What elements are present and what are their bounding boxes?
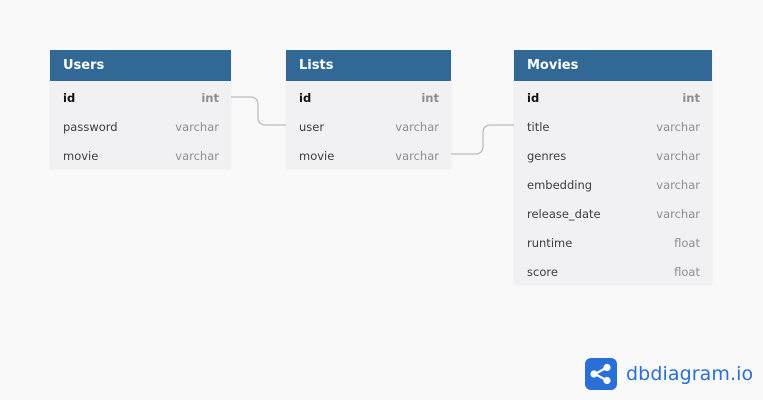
column-type: int xyxy=(201,90,219,105)
table-row[interactable]: embedding varchar xyxy=(514,170,712,199)
brand-name: dbdiagram.io xyxy=(626,363,754,385)
column-name: genres xyxy=(527,148,567,163)
table-row[interactable]: genres varchar xyxy=(514,141,712,170)
table-row[interactable]: password varchar xyxy=(50,112,231,141)
table-row[interactable]: id int xyxy=(286,83,451,112)
column-name: user xyxy=(299,119,325,134)
table-header[interactable]: Movies xyxy=(514,50,712,81)
column-name: embedding xyxy=(527,177,593,192)
relation-users-lists[interactable] xyxy=(231,96,286,126)
column-type: float xyxy=(674,235,700,250)
column-type: int xyxy=(421,90,439,105)
table-row[interactable]: id int xyxy=(50,83,231,112)
table-row[interactable]: runtime float xyxy=(514,228,712,257)
column-name: id xyxy=(527,90,540,105)
column-name: score xyxy=(527,264,558,279)
share-network-icon xyxy=(585,358,617,390)
brand-watermark[interactable]: dbdiagram.io xyxy=(585,358,753,390)
table-users[interactable]: Users id int password varchar movie varc… xyxy=(50,50,231,168)
column-name: movie xyxy=(299,148,335,163)
column-type: varchar xyxy=(175,148,219,163)
column-type: varchar xyxy=(656,119,700,134)
table-row[interactable]: id int xyxy=(514,83,712,112)
column-type: varchar xyxy=(395,148,439,163)
column-type: varchar xyxy=(395,119,439,134)
table-lists[interactable]: Lists id int user varchar movie varchar xyxy=(286,50,451,168)
table-row[interactable]: user varchar xyxy=(286,112,451,141)
column-type: varchar xyxy=(175,119,219,134)
column-name: movie xyxy=(63,148,99,163)
column-type: varchar xyxy=(656,206,700,221)
column-name: title xyxy=(527,119,550,134)
column-name: id xyxy=(63,90,76,105)
table-row[interactable]: title varchar xyxy=(514,112,712,141)
table-row[interactable]: release_date varchar xyxy=(514,199,712,228)
table-movies[interactable]: Movies id int title varchar genres varch… xyxy=(514,50,712,284)
table-header[interactable]: Lists xyxy=(286,50,451,81)
column-type: varchar xyxy=(656,148,700,163)
column-name: password xyxy=(63,119,118,134)
table-row[interactable]: score float xyxy=(514,257,712,286)
column-type: int xyxy=(682,90,700,105)
column-name: runtime xyxy=(527,235,573,250)
table-row[interactable]: movie varchar xyxy=(286,141,451,170)
column-type: varchar xyxy=(656,177,700,192)
relation-lists-movies[interactable] xyxy=(451,124,514,155)
column-name: id xyxy=(299,90,312,105)
table-header[interactable]: Users xyxy=(50,50,231,81)
column-name: release_date xyxy=(527,206,601,221)
table-row[interactable]: movie varchar xyxy=(50,141,231,170)
column-type: float xyxy=(674,264,700,279)
